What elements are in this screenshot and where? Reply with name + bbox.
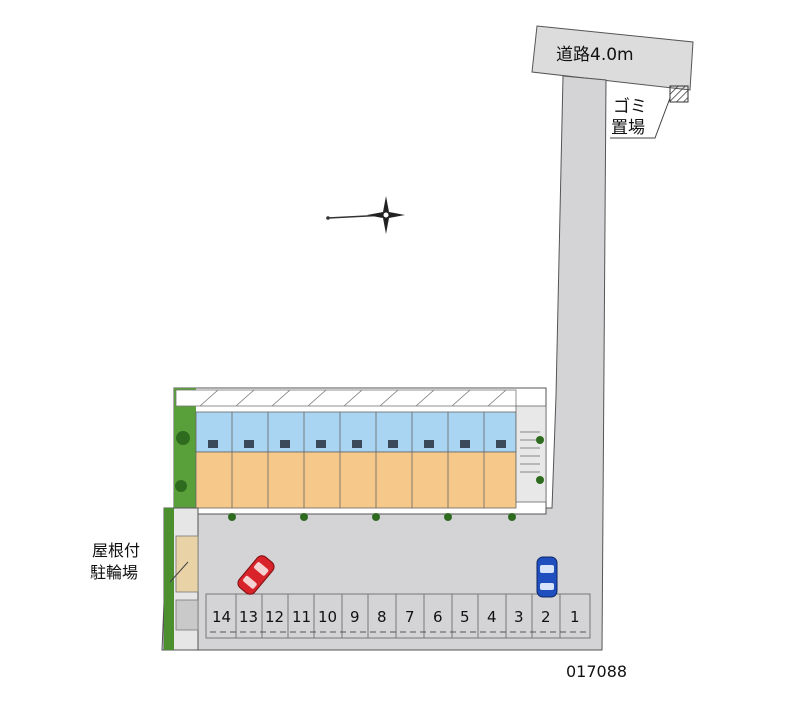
apartment-building bbox=[173, 387, 547, 521]
shrubs bbox=[175, 431, 544, 521]
garbage-label-line1: ゴミ bbox=[613, 96, 647, 117]
parking-space-12: 12 bbox=[265, 608, 284, 626]
parking-space-5: 5 bbox=[460, 608, 470, 626]
compass-rose-icon bbox=[326, 196, 405, 234]
parking-space-14: 14 bbox=[212, 608, 231, 626]
parking-spaces: 14 13 12 11 10 9 8 7 6 5 4 3 2 1 bbox=[205, 593, 591, 639]
parking-space-6: 6 bbox=[433, 608, 443, 626]
parking-space-2: 2 bbox=[541, 608, 551, 626]
staircase bbox=[515, 405, 547, 503]
bike-parking-area bbox=[175, 535, 199, 593]
parking-space-8: 8 bbox=[377, 608, 387, 626]
parking-space-13: 13 bbox=[239, 608, 258, 626]
parking-space-4: 4 bbox=[487, 608, 497, 626]
red-car-icon bbox=[237, 555, 275, 595]
garbage-label-line2: 置場 bbox=[611, 118, 645, 138]
blue-car-icon bbox=[536, 556, 558, 598]
garbage-box-icon bbox=[669, 85, 689, 103]
garbage-area: ゴミ 置場 bbox=[610, 85, 689, 139]
road-label: 道路4.0m bbox=[556, 45, 634, 65]
parking-space-1: 1 bbox=[570, 608, 580, 626]
parking-space-11: 11 bbox=[292, 608, 311, 626]
bike-parking-label-line2: 駐輪場 bbox=[90, 563, 138, 582]
parking-space-3: 3 bbox=[514, 608, 524, 626]
property-code: 017088 bbox=[566, 662, 627, 681]
bike-parking-label-line1: 屋根付 bbox=[92, 541, 140, 560]
parking-space-9: 9 bbox=[350, 608, 360, 626]
parking-space-7: 7 bbox=[405, 608, 415, 626]
parking-space-10: 10 bbox=[318, 608, 337, 626]
road: 道路4.0m bbox=[531, 25, 694, 91]
left-strip: 屋根付 駐輪場 bbox=[90, 507, 199, 651]
